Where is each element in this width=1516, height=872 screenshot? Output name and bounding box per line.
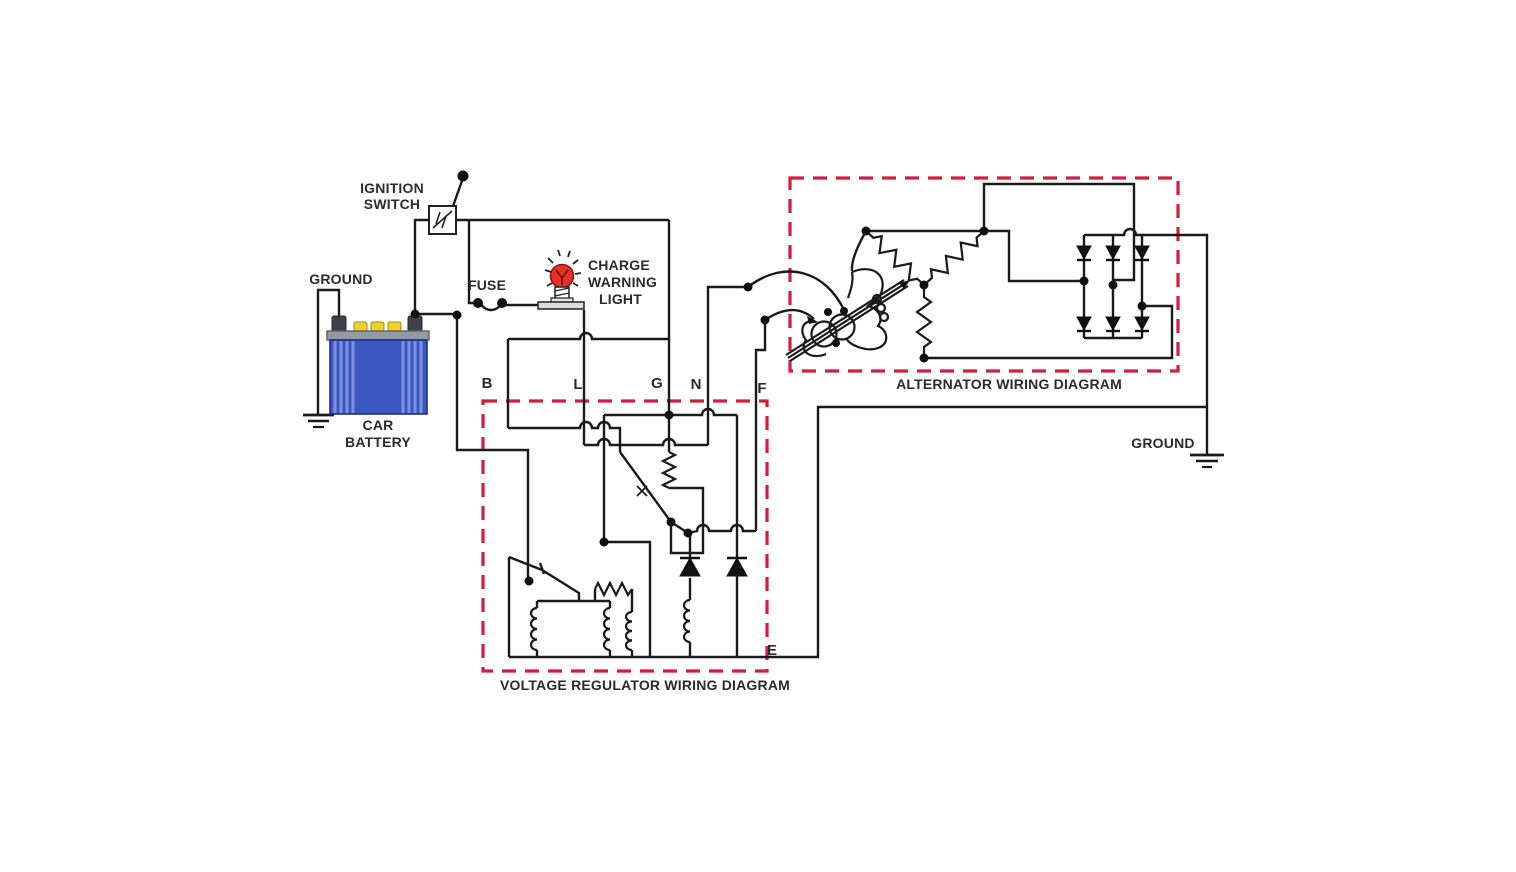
alternator-dashed-box: [788, 176, 1180, 373]
regulator-resistor-vertical: [660, 451, 678, 489]
ground-right-label: GROUND: [1131, 435, 1194, 451]
car-battery-label-line2: BATTERY: [345, 434, 411, 450]
terminal-l-label: L: [573, 376, 582, 393]
terminal-n-label: N: [691, 376, 702, 393]
fuse-label: FUSE: [468, 277, 506, 293]
ground-left-label: GROUND: [309, 271, 372, 287]
fuse-icon: [473, 298, 507, 308]
car-battery-label-line1: CAR: [363, 417, 394, 433]
charge-warning-light-icon: [537, 249, 585, 310]
charge-warning-light-label-line3: LIGHT: [599, 291, 642, 307]
stator-windings: [865, 230, 985, 358]
terminal-b-label: B: [482, 375, 493, 392]
car-battery-icon: [326, 315, 430, 415]
regulator-dashed-box: [481, 399, 769, 673]
junction-dots: [410, 170, 1147, 586]
regulator-coils: [529, 598, 691, 652]
charge-warning-light-label-line1: CHARGE: [588, 257, 650, 273]
terminal-e-label: E: [767, 642, 777, 659]
ground-symbol-left: [303, 413, 334, 429]
ground-symbol-right: [1190, 453, 1224, 469]
wires: [316, 177, 1209, 659]
terminal-f-label: F: [757, 380, 766, 397]
rectifier-diodes: [1076, 245, 1150, 333]
ignition-switch-label-line2: SWITCH: [364, 196, 420, 212]
alternator-caption: ALTERNATOR WIRING DIAGRAM: [896, 376, 1122, 392]
ignition-switch-icon: [428, 205, 457, 235]
regulator-contact-gap-x-icon: [636, 485, 648, 497]
regulator-diodes: [679, 556, 748, 577]
charge-warning-light-label-line2: WARNING: [588, 274, 657, 290]
terminal-g-label: G: [651, 375, 663, 392]
alternator-rotor-icon: [785, 268, 910, 362]
ignition-switch-label-line1: IGNITION: [360, 180, 424, 196]
text-labels: IGNITION SWITCH GROUND FUSE CHARGE WARNI…: [309, 180, 1194, 693]
regulator-caption: VOLTAGE REGULATOR WIRING DIAGRAM: [500, 677, 790, 693]
regulator-resistor-horizontal: [594, 580, 633, 598]
